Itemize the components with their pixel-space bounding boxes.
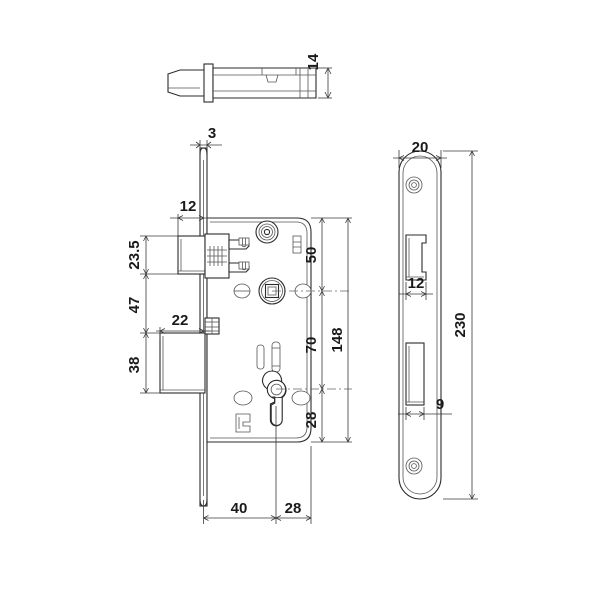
faceplate-view: 20 12 9 xyxy=(393,139,478,500)
dim-label-22: 22 xyxy=(172,312,189,329)
keyhole xyxy=(262,370,287,427)
dim-label-14: 14 xyxy=(305,53,322,70)
dimension-23-5: 23.5 xyxy=(126,235,178,275)
internal-slots-left xyxy=(238,237,250,270)
hole-left-keyhole xyxy=(233,390,253,406)
dimension-47: 47 xyxy=(126,273,160,334)
dimension-20: 20 xyxy=(393,139,447,168)
dimension-148: 148 xyxy=(329,217,351,443)
fixing-screw-top xyxy=(255,220,279,244)
body-view: 3 12 23.5 xyxy=(126,125,352,524)
dim-label-12: 12 xyxy=(180,198,197,215)
dimension-38: 38 xyxy=(126,332,160,394)
internal-bracket-symbol xyxy=(235,413,251,433)
hole-right-keyhole xyxy=(291,390,311,406)
dim-label-38: 38 xyxy=(126,357,143,374)
dim-label-9: 9 xyxy=(436,396,444,413)
faceplate-bolt-cutout xyxy=(405,342,425,406)
dimension-50: 50 xyxy=(303,217,325,292)
dimension-14: 14 xyxy=(305,53,332,99)
dim-label-70: 70 xyxy=(303,337,320,354)
dimension-40: 40 xyxy=(203,500,277,521)
dimension-70: 70 xyxy=(303,290,325,390)
top-view: 14 xyxy=(167,53,332,103)
dim-label-50: 50 xyxy=(303,247,320,264)
dim-label-3: 3 xyxy=(208,125,216,142)
dim-label-23-5: 23.5 xyxy=(126,240,143,269)
dim-label-28-right: 28 xyxy=(303,412,320,429)
dimension-12-faceplate: 12 xyxy=(399,275,433,300)
hole-left-follower xyxy=(233,283,251,299)
dimension-3: 3 xyxy=(190,125,222,152)
dimension-22: 22 xyxy=(156,312,210,340)
dead-bolt xyxy=(159,317,220,394)
dim-label-12-faceplate: 12 xyxy=(408,275,425,292)
dim-label-148: 148 xyxy=(329,327,346,352)
dim-label-28-bottom: 28 xyxy=(285,500,302,517)
faceplate-screw-top xyxy=(405,176,423,194)
dimension-9: 9 xyxy=(398,396,452,420)
faceplate-latch-cutout xyxy=(405,234,427,281)
faceplate-screw-bottom xyxy=(405,457,423,475)
dimension-230: 230 xyxy=(443,150,478,500)
dim-label-230: 230 xyxy=(452,312,469,337)
dimension-28-right: 28 xyxy=(303,388,325,443)
dim-label-40: 40 xyxy=(231,500,248,517)
internal-slots-right xyxy=(292,235,302,254)
dim-label-20: 20 xyxy=(412,139,429,156)
dimension-28-bottom: 28 xyxy=(275,500,312,521)
dim-label-47: 47 xyxy=(126,297,143,314)
